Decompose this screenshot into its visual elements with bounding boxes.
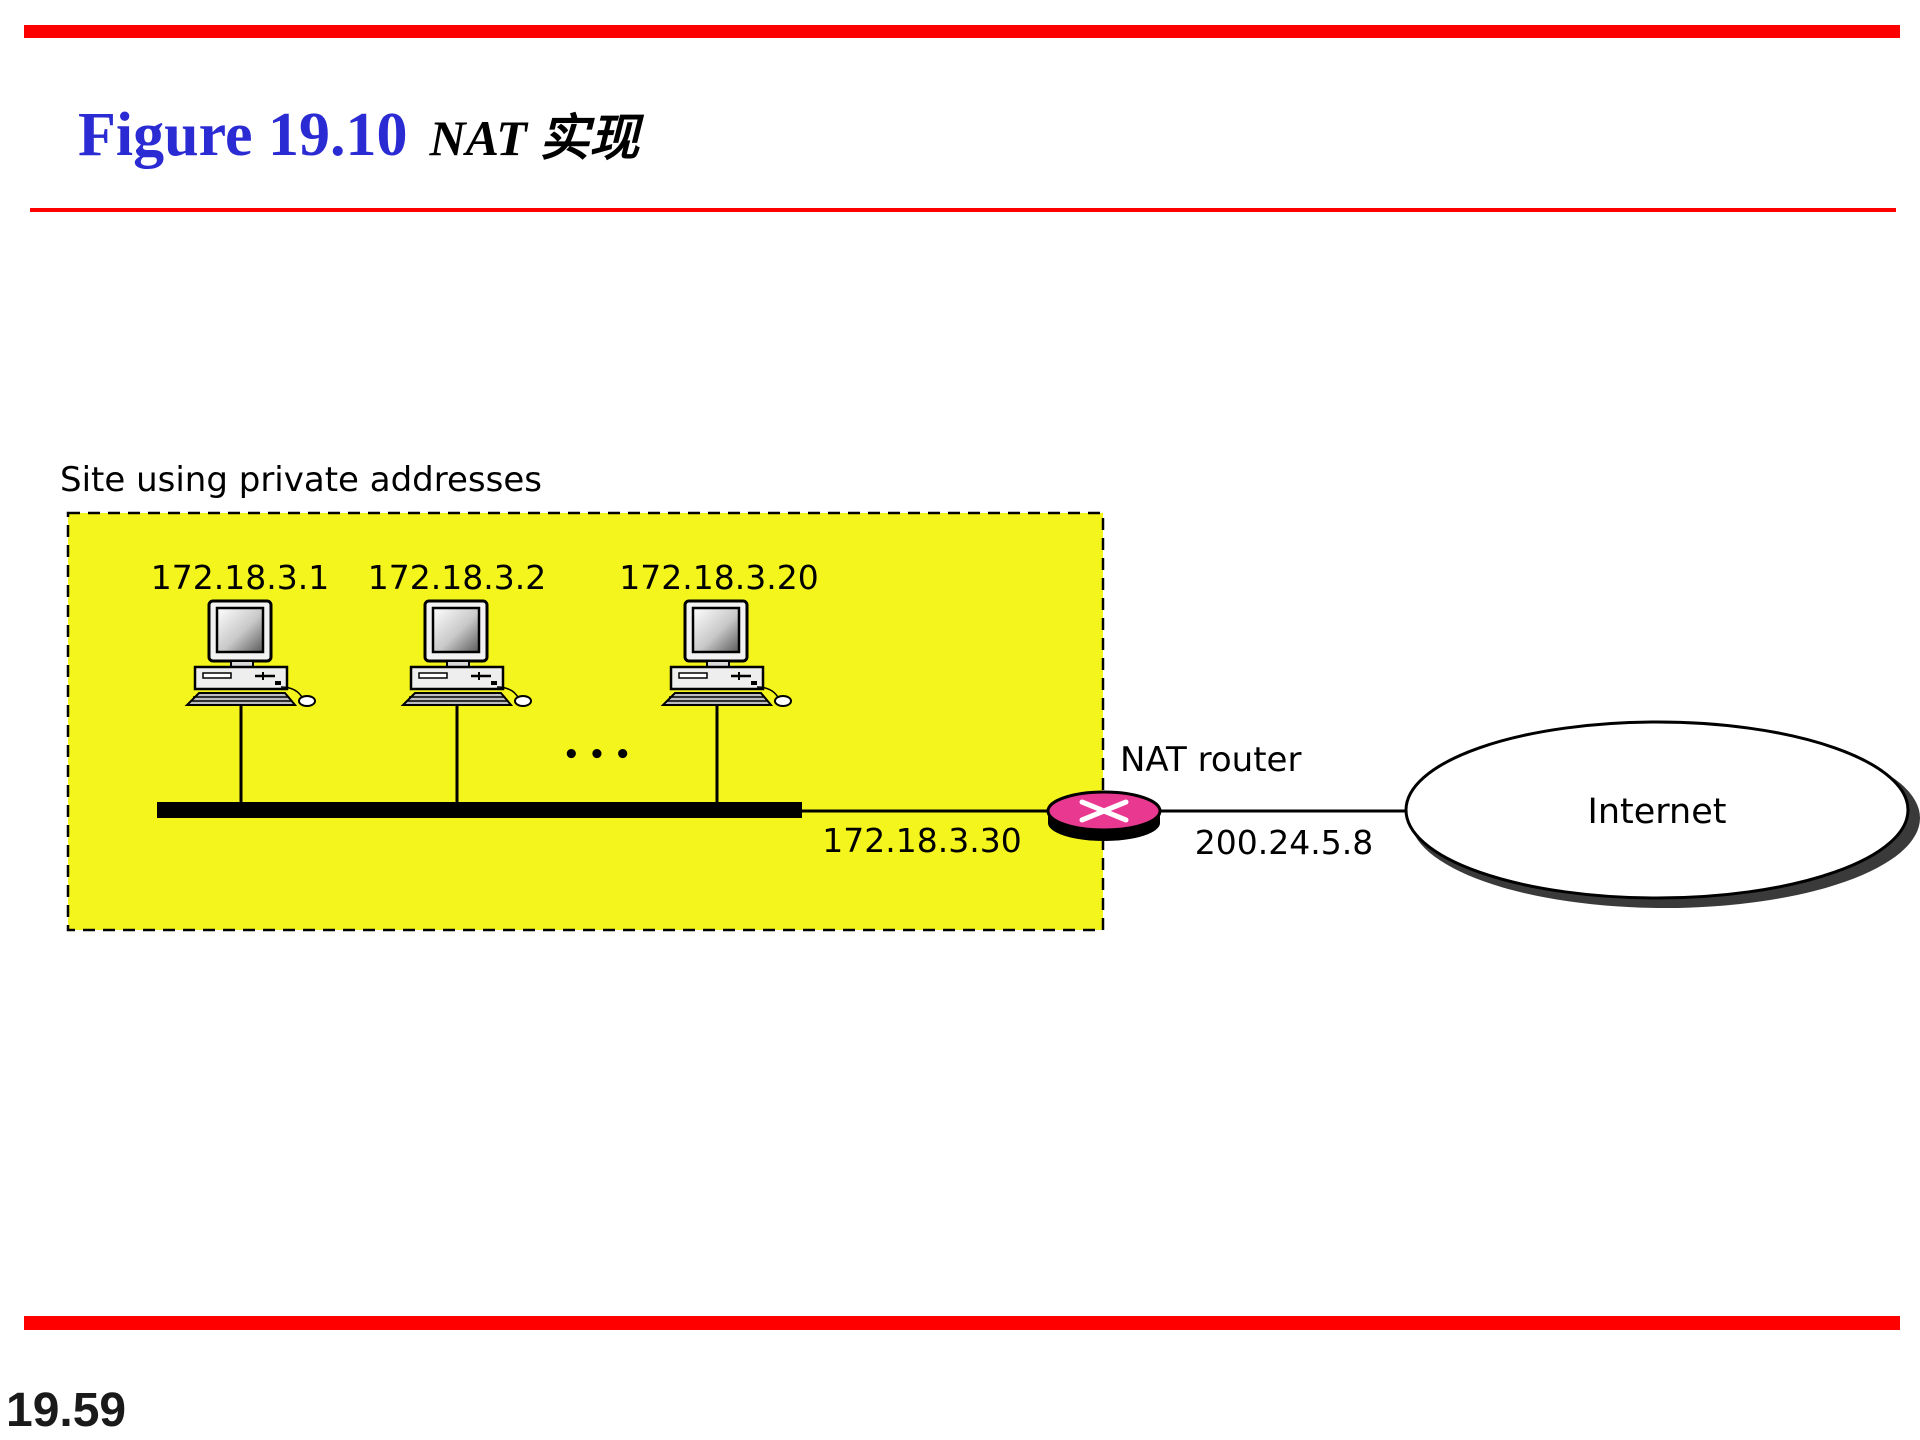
host-ip-label: 172.18.3.20 <box>619 558 818 597</box>
router-private-ip: 172.18.3.30 <box>822 821 1021 860</box>
internet-label: Internet <box>1588 792 1727 832</box>
slide-title: Figure 19.10 NAT 实现 <box>78 98 639 171</box>
top-rule <box>24 25 1900 38</box>
figure-label: Figure 19.10 <box>78 101 408 169</box>
bottom-rule <box>24 1316 1900 1330</box>
lan-bus <box>157 802 802 818</box>
host-ip-label: 172.18.3.1 <box>151 558 329 597</box>
more-hosts-ellipsis: • • • <box>563 740 631 770</box>
nat-router-icon <box>1046 790 1162 841</box>
title-underline <box>30 208 1896 212</box>
figure-caption: NAT 实现 <box>429 110 640 166</box>
router-label: NAT router <box>1120 740 1301 780</box>
site-label: Site using private addresses <box>60 460 542 500</box>
router-public-ip: 200.24.5.8 <box>1195 823 1373 862</box>
host-ip-label: 172.18.3.2 <box>368 558 546 597</box>
page-number: 19.59 <box>6 1384 127 1437</box>
internet-cloud <box>1404 720 1920 908</box>
